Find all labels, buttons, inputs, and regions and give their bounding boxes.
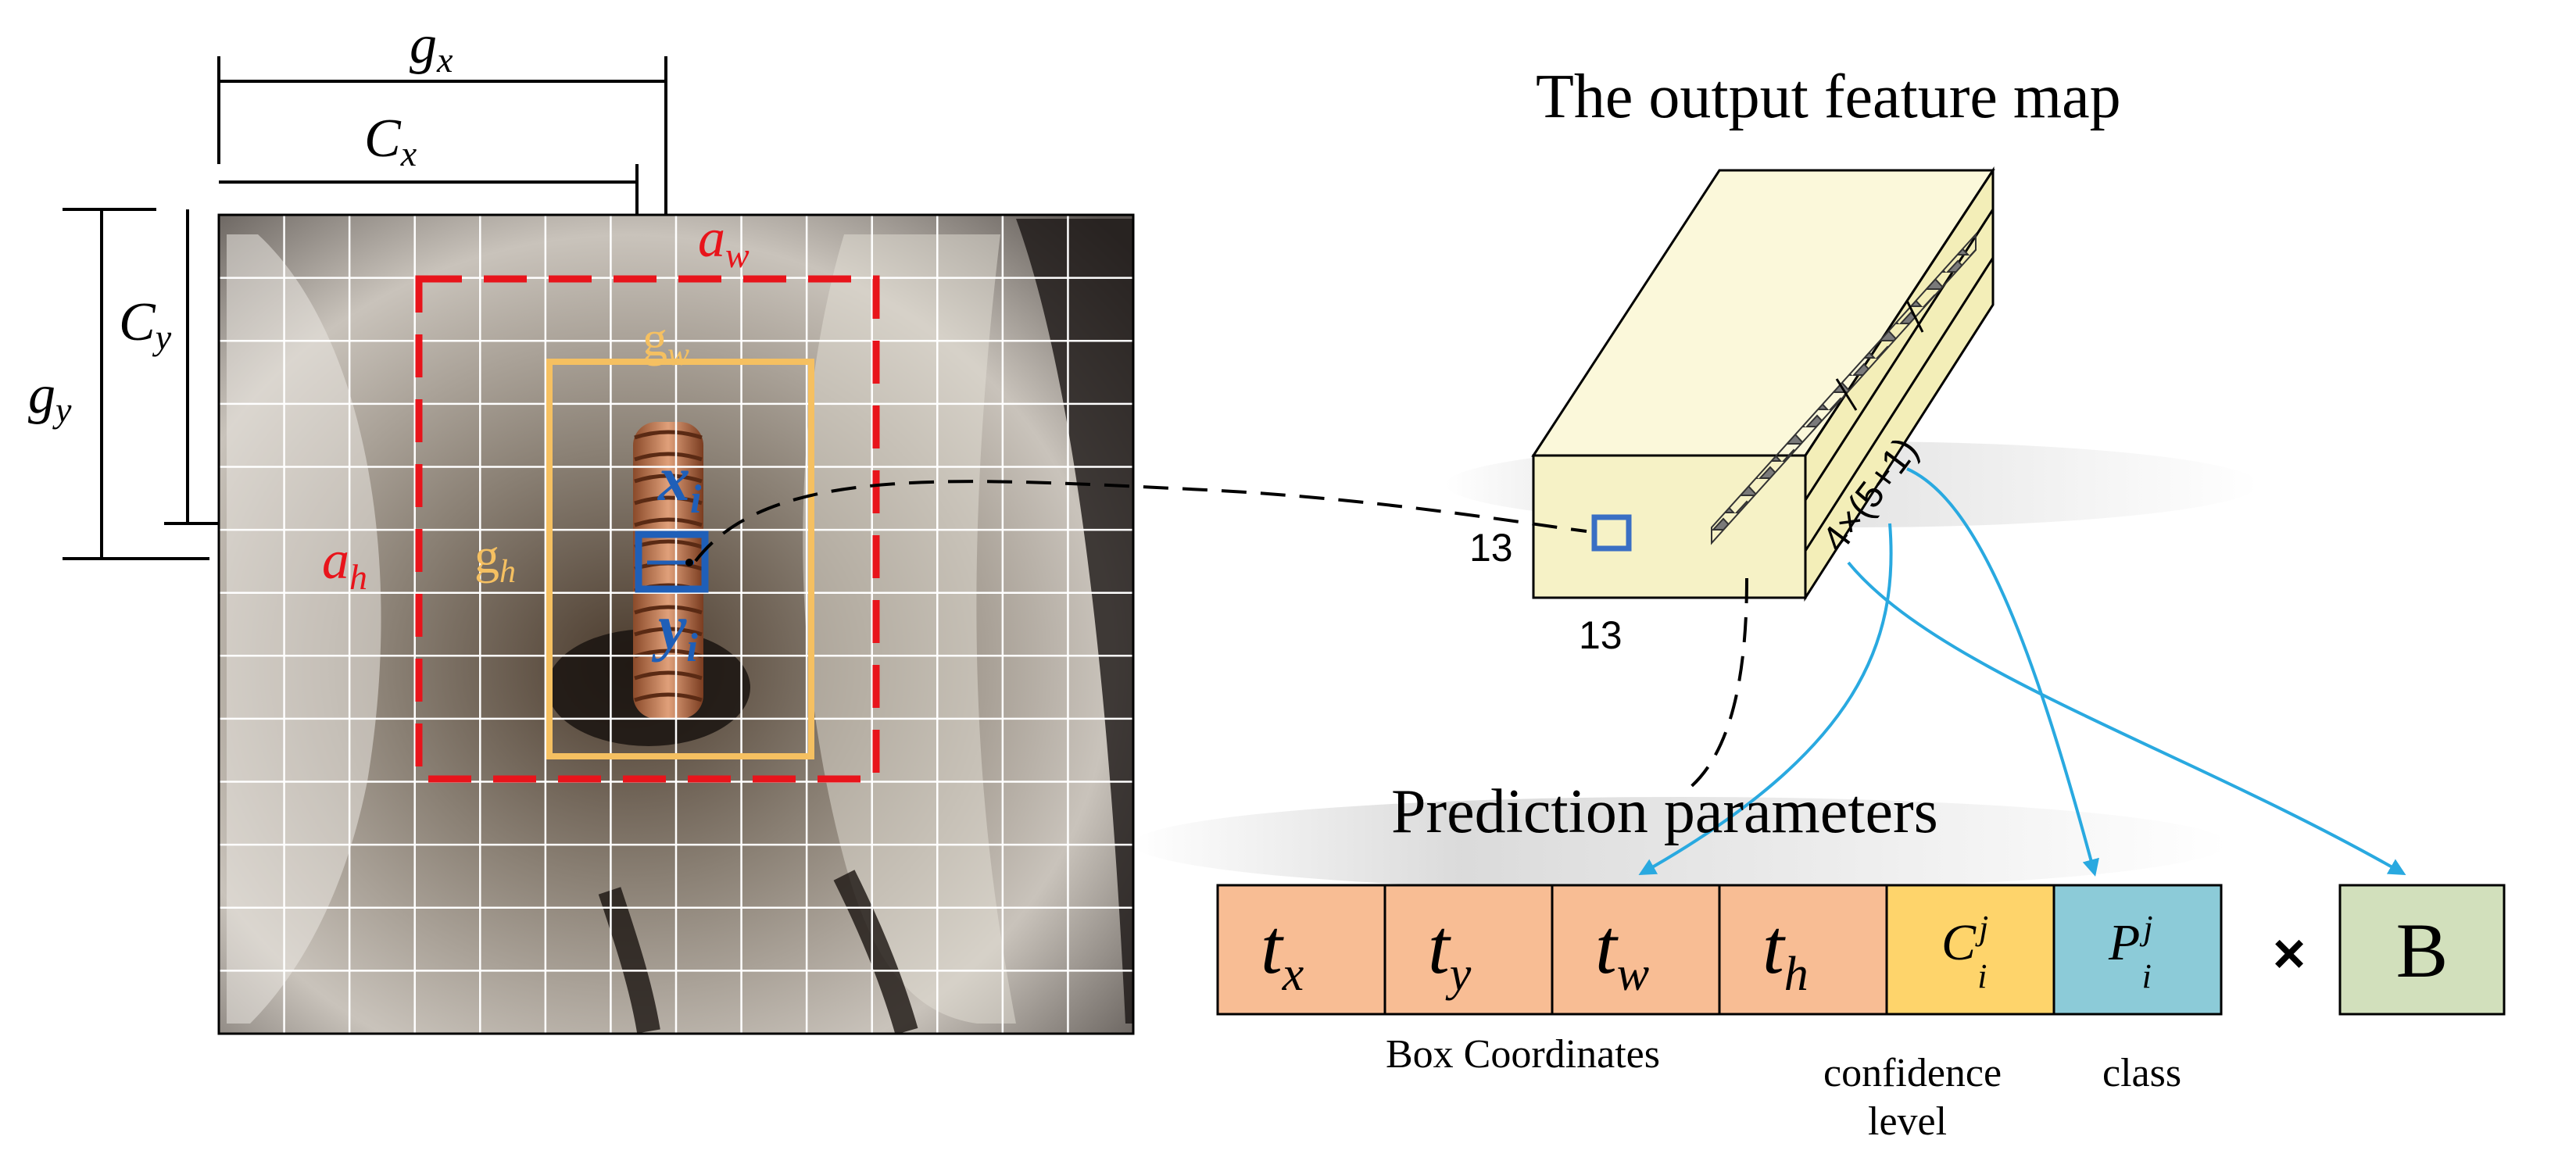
bolt-thread-line bbox=[634, 648, 703, 659]
gt-height-label: gh bbox=[474, 528, 516, 590]
ground-truth-box bbox=[546, 359, 814, 759]
input-image-panel: aw ah gw gh xi yi gx Cx bbox=[28, 15, 1135, 1035]
gy-dimension bbox=[63, 208, 209, 560]
center-cell-marker bbox=[635, 531, 709, 593]
feature-map-height-label: 13 bbox=[1469, 526, 1513, 570]
box-coordinates-caption: Box Coordinates bbox=[1386, 1032, 1660, 1077]
image-grid bbox=[219, 215, 1133, 1034]
cy-dimension bbox=[164, 209, 219, 525]
depth-to-box-coordinates-arrow bbox=[1638, 523, 1893, 875]
bolt-thread-line bbox=[634, 473, 703, 484]
prediction-cell bbox=[2052, 884, 2223, 1016]
photo-highlight-left bbox=[227, 234, 381, 1024]
cuboid-divider-1 bbox=[1835, 378, 1858, 411]
gy-label: gy bbox=[28, 365, 72, 430]
cy-label: Cy bbox=[119, 292, 172, 357]
feature-to-prediction-dashed-link bbox=[1687, 577, 1748, 791]
cx-label: Cx bbox=[364, 109, 417, 173]
confidence-caption-line1: confidence bbox=[1823, 1051, 2002, 1095]
feature-map-width-label: 13 bbox=[1579, 613, 1623, 657]
gx-dimension bbox=[217, 56, 667, 215]
class-caption: class bbox=[2102, 1051, 2181, 1095]
times-symbol: × bbox=[2273, 923, 2306, 985]
bolt-thread-line bbox=[634, 692, 703, 702]
bolt-thread-line bbox=[634, 430, 703, 440]
image-border bbox=[217, 213, 1135, 1035]
prediction-cell-label: tw bbox=[1595, 903, 1649, 1001]
b-box bbox=[2338, 884, 2506, 1016]
anchor-width-label: aw bbox=[698, 209, 750, 275]
depth-to-class-arrow bbox=[1906, 467, 2099, 877]
b-box-label: B bbox=[2396, 907, 2449, 994]
prediction-cell bbox=[1383, 884, 1554, 1016]
bolt-thread-line bbox=[634, 495, 703, 506]
photo-highlight-right bbox=[803, 234, 1016, 1024]
prediction-cell-label: ty bbox=[1428, 903, 1472, 1001]
bolt-thread-line bbox=[634, 517, 703, 527]
feature-map-cuboid bbox=[1531, 166, 1995, 602]
feature-map-title: The output feature map bbox=[1536, 63, 2121, 131]
xi-label: xi bbox=[657, 443, 702, 522]
confidence-caption-line2: level bbox=[1868, 1099, 1947, 1144]
prediction-cell bbox=[1216, 884, 1386, 1016]
prediction-cell-label: tx bbox=[1261, 903, 1304, 1001]
cuboid-divider-2 bbox=[1905, 300, 1924, 333]
center-point bbox=[685, 559, 693, 566]
anchor-box bbox=[415, 275, 880, 783]
prediction-cell-label: th bbox=[1762, 903, 1809, 1001]
bolt-thread-line bbox=[634, 627, 703, 637]
photo-bolt-threads bbox=[634, 430, 703, 702]
bolt-thread-line bbox=[634, 605, 703, 615]
prediction-shadow bbox=[1133, 797, 2227, 891]
photo-shadow-right bbox=[1016, 219, 1133, 1024]
cx-dimension bbox=[219, 164, 639, 215]
photo-bolt bbox=[633, 422, 703, 719]
gt-width-label: gw bbox=[642, 311, 689, 373]
bolt-thread-line bbox=[634, 452, 703, 462]
prediction-title: Prediction parameters bbox=[1391, 777, 1938, 846]
depth-to-b-arrow bbox=[1847, 561, 2406, 875]
bolt-thread-line bbox=[634, 670, 703, 681]
feature-cell-marker bbox=[1591, 514, 1632, 552]
photo-slot-2 bbox=[833, 870, 918, 1035]
anchor-height-label: ah bbox=[322, 531, 367, 597]
cuboid-side-stripe-2 bbox=[1804, 257, 1995, 552]
prediction-cell bbox=[1885, 884, 2055, 1016]
cell-to-feature-dashed-link bbox=[694, 480, 1587, 563]
gx-label: gx bbox=[410, 15, 453, 80]
